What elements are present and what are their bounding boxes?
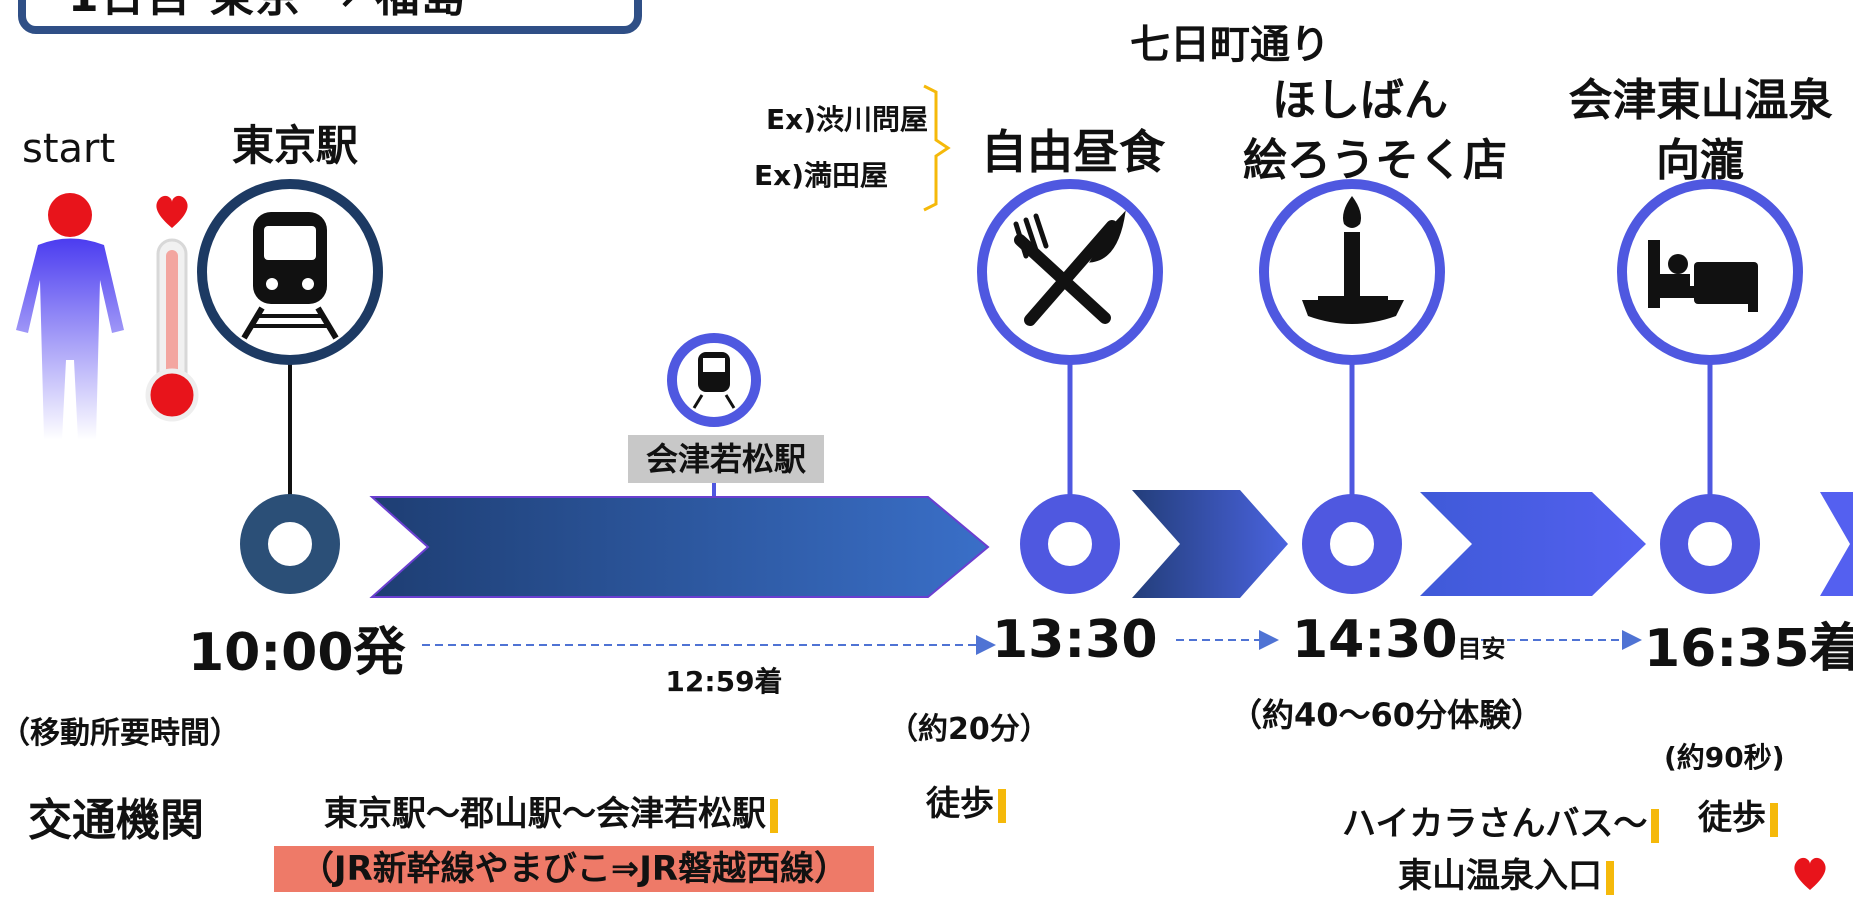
start-label: start — [22, 126, 116, 172]
stop-onsen-line2: 向瀧 — [1656, 135, 1744, 186]
route-arrow-1 — [369, 496, 990, 598]
station-tokyo: 東京駅 — [231, 121, 358, 170]
route-arrow-4 — [1820, 492, 1853, 596]
route-arrow-3 — [1420, 492, 1646, 596]
highlight-mark — [1606, 860, 1614, 895]
person-icon — [16, 193, 124, 440]
node-tokyo — [240, 494, 340, 594]
highlight-mark — [998, 788, 1006, 823]
lunch-example-1: Ex)渋川問屋 — [766, 103, 928, 136]
title-box: 1日目 東京 → 福島 — [18, 0, 642, 34]
duration-walk-1: （約20分） — [888, 712, 1050, 747]
node-lunch — [1020, 494, 1120, 594]
transport-walk-2: 徒歩 — [1698, 790, 1778, 839]
walk-1-text: 徒歩 — [926, 784, 994, 824]
street-name: 七日町通り — [1130, 22, 1330, 68]
transport-walk-1: 徒歩 — [926, 776, 1006, 825]
highlight-mark — [1651, 808, 1660, 843]
highlight-mark — [770, 798, 778, 833]
time-lunch: 13:30 — [992, 610, 1158, 670]
heart-icon — [156, 195, 188, 228]
node-onsen — [1660, 494, 1760, 594]
train-icon — [241, 212, 339, 340]
heart-icon — [1794, 857, 1826, 890]
time-aizu-arrive: 12:59着 — [665, 665, 783, 698]
node-candle — [1302, 494, 1402, 594]
walk-2-text: 徒歩 — [1698, 798, 1766, 838]
duration-label: （移動所要時間） — [0, 716, 240, 751]
bus-text: ハイカラさんバス～ — [1342, 804, 1648, 844]
page-title: 1日目 東京 → 福島 — [68, 0, 467, 24]
bed-icon — [1648, 240, 1758, 312]
route-arrow-2 — [1132, 490, 1288, 598]
stop-candle-line2: 絵ろうそく店 — [1243, 135, 1507, 186]
train-route-text: 東京駅～郡山駅～会津若松駅 — [324, 794, 766, 834]
time-candle: 14:30目安 — [1292, 610, 1506, 670]
time-onsen: 16:35着 — [1644, 619, 1853, 679]
fork-knife-icon — [1013, 210, 1126, 326]
highlight-mark — [1770, 802, 1778, 837]
time-candle-value: 14:30 — [1292, 610, 1458, 670]
duration-experience: （約40～60分体験） — [1230, 696, 1544, 734]
duration-walk-2: (約90秒) — [1664, 741, 1785, 774]
bracket-icon — [923, 84, 951, 212]
stop-onsen-line1: 会津東山温泉 — [1568, 75, 1833, 126]
lunch-example-2: Ex)満田屋 — [754, 159, 888, 192]
time-depart: 10:00発 — [188, 623, 406, 683]
time-candle-note: 目安 — [1457, 635, 1506, 663]
bus-stop: 東山温泉入口 — [1398, 848, 1614, 897]
train-lines: （JR新幹線やまびこ⇒JR磐越西線） — [274, 846, 874, 892]
candle-icon — [1302, 196, 1404, 324]
train-route: 東京駅～郡山駅～会津若松駅 — [324, 786, 778, 835]
station-aizu: 会津若松駅 — [628, 435, 824, 483]
bus-stop-text: 東山温泉入口 — [1398, 856, 1602, 896]
transport-label: 交通機関 — [28, 795, 204, 846]
stop-lunch: 自由昼食 — [981, 125, 1165, 179]
train-icon — [692, 352, 736, 409]
stop-candle-line1: ほしばん — [1272, 75, 1448, 126]
thermometer-icon — [145, 238, 199, 422]
transport-bus: ハイカラさんバス～ — [1342, 796, 1660, 845]
